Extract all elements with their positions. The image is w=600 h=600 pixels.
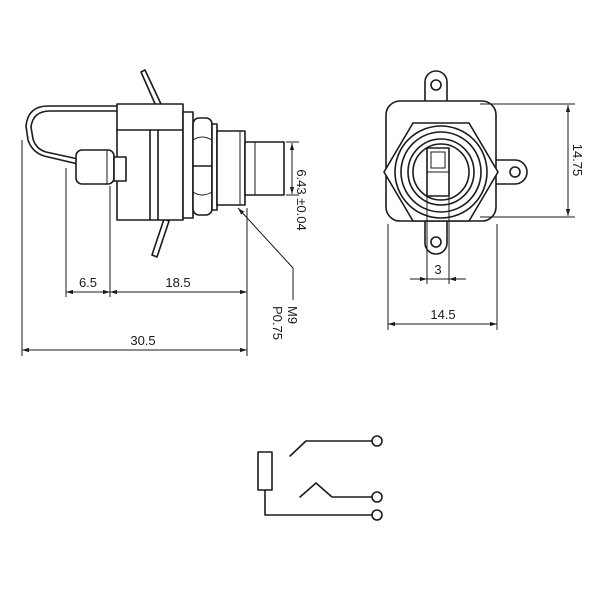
nut-facet-bottom	[192, 191, 213, 196]
mounting-tab-right	[489, 159, 528, 185]
spring-wire-inner	[30, 110, 119, 160]
tab-hole-top	[430, 79, 442, 91]
width-dim-label: 14.5	[430, 307, 455, 322]
schematic-switch-contact	[299, 482, 373, 498]
lever-top	[140, 69, 162, 107]
plug-slot-window	[430, 151, 446, 169]
mounting-tab-bottom	[424, 214, 448, 255]
socket-ring-outer	[407, 138, 475, 206]
thread-pitch-label: P0.75	[270, 306, 285, 340]
side-view: 6.43 ±0.04 M9 P0.75 6.5 18.5 30.5	[21, 69, 309, 356]
flange	[182, 111, 194, 219]
spring-wire-outer	[25, 105, 119, 165]
barrel	[244, 141, 285, 196]
thread-leader	[237, 207, 294, 300]
contact-dim-label: 6.5	[79, 275, 97, 290]
schematic-symbol	[257, 435, 383, 521]
body-dim-label: 18.5	[165, 275, 190, 290]
socket-ring-inner	[412, 143, 470, 201]
schematic-tip-terminal	[371, 435, 383, 447]
diameter-label: 6.43 ±0.04	[294, 169, 309, 230]
nut-facet-top	[192, 136, 213, 141]
total-dim-label: 30.5	[130, 333, 155, 348]
lever-bottom	[151, 218, 170, 258]
contact-cylinder	[75, 149, 115, 185]
front-view: 14.75 3 14.5	[383, 70, 585, 330]
tab-hole-right	[509, 166, 521, 178]
height-dim-label: 14.75	[570, 144, 585, 177]
tab-hole-bottom	[430, 236, 442, 248]
threaded-bushing	[216, 130, 246, 206]
schematic-sleeve-line	[264, 489, 373, 516]
washer-ring-outer	[394, 125, 488, 219]
body-contact-boss	[113, 156, 127, 182]
slot-dim-label: 3	[434, 262, 441, 277]
schematic-tip-contact	[289, 440, 373, 457]
thread-size-label: M9	[285, 306, 300, 324]
washer-ring-inner	[400, 131, 482, 213]
schematic-plug-body	[257, 451, 273, 491]
schematic-switch-terminal	[371, 491, 383, 503]
schematic-sleeve-terminal	[371, 509, 383, 521]
